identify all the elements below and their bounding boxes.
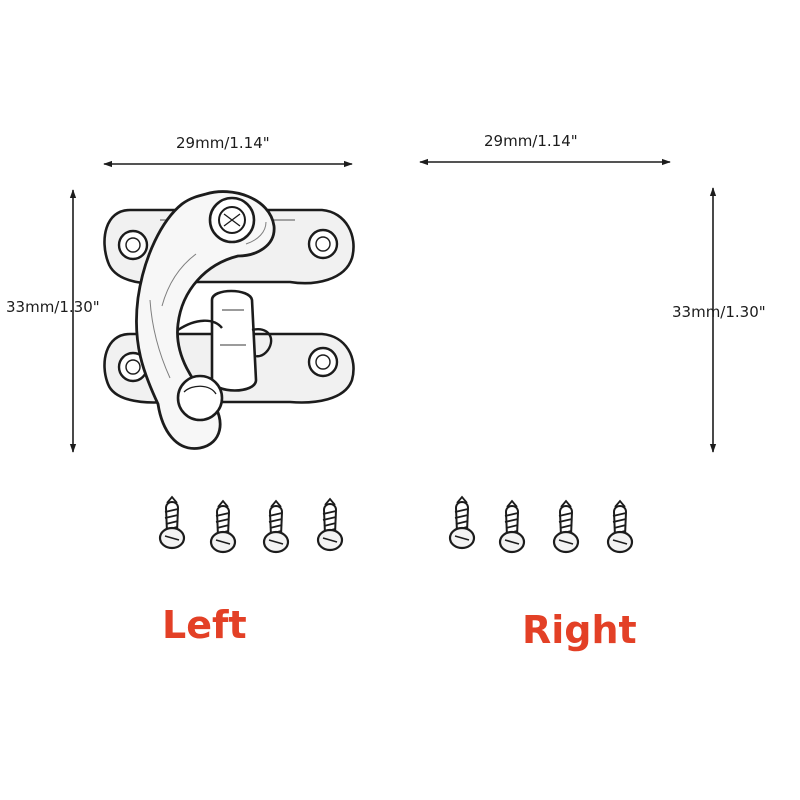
left-latch-group (69, 160, 355, 554)
screw-icon (448, 495, 476, 550)
screw-icon (209, 499, 237, 554)
right-height-label: 33mm/1.30" (672, 303, 766, 321)
right-variant-label: Right (522, 608, 637, 652)
right-width-label: 29mm/1.14" (484, 132, 578, 150)
left-screws (158, 495, 344, 554)
screw-icon (606, 499, 634, 554)
swing-latch-hasp-icon (103, 190, 355, 450)
left-variant-label: Left (162, 603, 247, 647)
right-screws (448, 495, 634, 554)
screw-icon (262, 499, 290, 554)
screw-icon (552, 499, 580, 554)
screw-icon (316, 497, 344, 552)
left-height-label: 33mm/1.30" (6, 298, 100, 316)
left-width-label: 29mm/1.14" (176, 134, 270, 152)
right-latch-group (419, 158, 717, 554)
screw-icon (498, 499, 526, 554)
screw-icon (158, 495, 186, 550)
